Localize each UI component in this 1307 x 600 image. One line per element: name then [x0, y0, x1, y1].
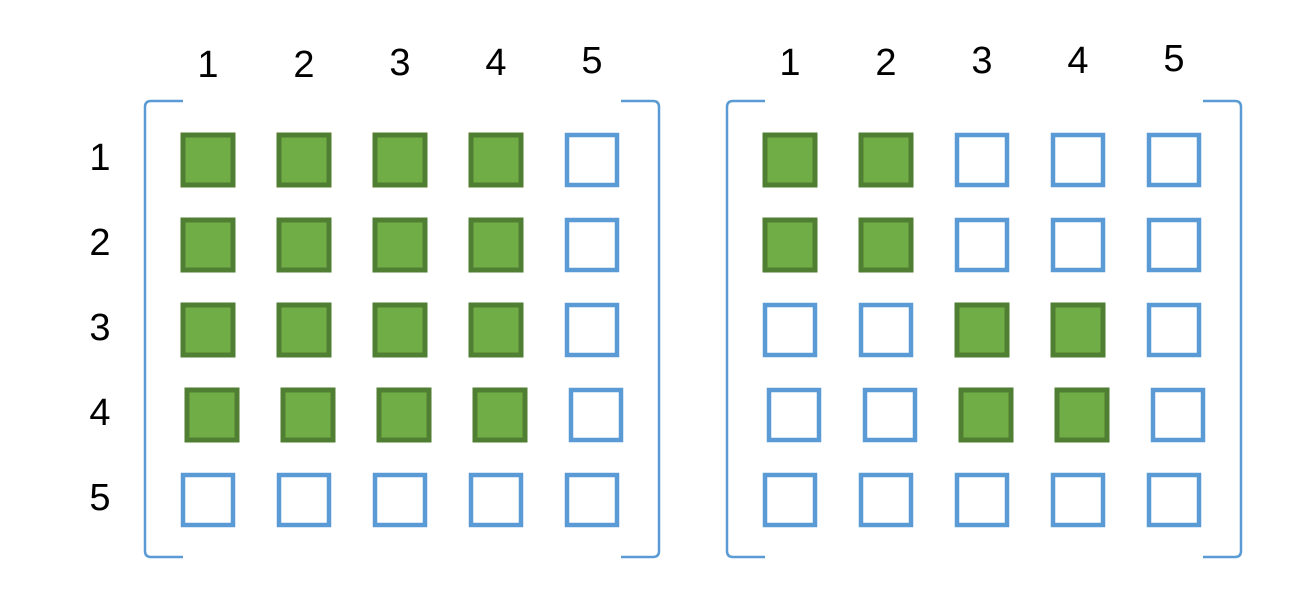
column-label: 5: [581, 40, 602, 82]
row-label: 1: [89, 137, 110, 179]
left-bracket: [725, 99, 765, 559]
row-label: 5: [89, 477, 110, 519]
left-bracket: [143, 99, 183, 559]
matrix-cell-empty: [1146, 132, 1202, 188]
matrix-cell-filled: [376, 387, 432, 443]
matrix-left: 1 2 3 4 5 1 2 3 4 5: [89, 40, 661, 559]
matrix-cell-filled: [468, 302, 524, 358]
matrix-cell-filled: [276, 217, 332, 273]
matrix-cell-empty: [862, 387, 918, 443]
matrix-cell-filled: [762, 132, 818, 188]
matrix-cell-filled: [276, 132, 332, 188]
matrix-cell-filled: [372, 132, 428, 188]
column-label: 1: [197, 44, 218, 86]
matrix-cell-empty: [564, 132, 620, 188]
right-bracket: [1203, 99, 1243, 559]
matrix-cell-empty: [858, 472, 914, 528]
matrix-cell-filled: [468, 132, 524, 188]
matrix-cell-filled: [184, 387, 240, 443]
matrix-right: 1 2 3 4 5: [725, 38, 1243, 559]
column-label: 1: [779, 42, 800, 84]
matrix-cell-empty: [180, 472, 236, 528]
matrix-cell-empty: [954, 217, 1010, 273]
matrix-cell-empty: [766, 387, 822, 443]
matrix-cell-empty: [468, 472, 524, 528]
matrix-cell-filled: [954, 302, 1010, 358]
matrix-cell-filled: [958, 387, 1014, 443]
matrix-cell-empty: [564, 217, 620, 273]
column-label: 3: [971, 40, 992, 82]
matrix-cell-empty: [954, 472, 1010, 528]
matrix-cell-filled: [372, 217, 428, 273]
matrix-cell-empty: [372, 472, 428, 528]
matrix-cell-filled: [280, 387, 336, 443]
right-bracket: [621, 99, 661, 559]
matrix-cell-empty: [276, 472, 332, 528]
matrix-cell-filled: [180, 132, 236, 188]
matrix-cell-empty: [762, 302, 818, 358]
matrix-cell-empty: [564, 302, 620, 358]
matrix-cell-filled: [1054, 387, 1110, 443]
row-label: 2: [89, 222, 110, 264]
matrix-cell-filled: [180, 302, 236, 358]
matrix-cell-empty: [1050, 472, 1106, 528]
matrix-cell-filled: [472, 387, 528, 443]
row-label: 3: [89, 307, 110, 349]
column-label: 5: [1163, 38, 1184, 80]
matrix-cell-empty: [1146, 472, 1202, 528]
matrix-cell-empty: [1150, 387, 1206, 443]
matrix-cell-empty: [954, 132, 1010, 188]
matrix-cell-filled: [372, 302, 428, 358]
matrix-cell-empty: [1146, 302, 1202, 358]
matrix-cell-filled: [276, 302, 332, 358]
column-label: 2: [875, 42, 896, 84]
matrix-cell-empty: [564, 472, 620, 528]
column-label: 4: [1067, 40, 1088, 82]
column-label: 2: [293, 44, 314, 86]
matrix-cell-filled: [468, 217, 524, 273]
matrix-cell-empty: [858, 302, 914, 358]
matrix-cell-filled: [858, 132, 914, 188]
matrix-cell-empty: [1146, 217, 1202, 273]
column-label: 3: [389, 42, 410, 84]
matrix-cell-filled: [1050, 302, 1106, 358]
matrix-cell-filled: [180, 217, 236, 273]
column-label: 4: [485, 42, 506, 84]
matrix-cell-filled: [858, 217, 914, 273]
matrix-cell-filled: [762, 217, 818, 273]
matrix-cell-empty: [1050, 217, 1106, 273]
matrix-cell-empty: [568, 387, 624, 443]
matrix-cell-empty: [762, 472, 818, 528]
matrix-cell-empty: [1050, 132, 1106, 188]
row-label: 4: [89, 392, 110, 434]
